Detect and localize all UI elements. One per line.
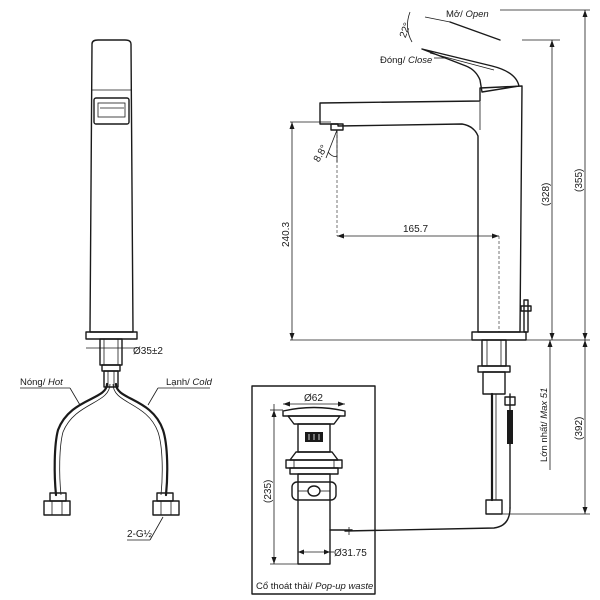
reach-label: 165.7 — [403, 224, 428, 235]
open-leader — [424, 16, 451, 23]
front-nut — [101, 364, 121, 372]
popup-top-dia-label: Ø62 — [304, 393, 323, 404]
popup-flange — [282, 406, 346, 417]
front-view: Ø35±2 Nóng/ Hot Lạnh/ Cold 2-G½ — [20, 39, 213, 541]
cold-hose — [114, 382, 169, 497]
popup-frame — [251, 385, 376, 595]
side-shank — [481, 339, 507, 367]
body-height-label: (328) — [541, 183, 552, 206]
popup-washer — [289, 451, 339, 461]
popup-pipe — [297, 473, 331, 565]
close-label: Đóng/ Close — [380, 55, 432, 66]
popup-pipe-dia-label: Ø31.75 — [334, 548, 367, 559]
thread-label: 2-G½ — [127, 529, 153, 540]
handle-open-line — [449, 21, 501, 41]
front-stud — [103, 370, 119, 388]
popup-caption: Cổ thoát thải/ Pop-up waste — [256, 581, 373, 592]
hot-hose — [53, 382, 109, 497]
cold-hose-inner — [112, 383, 163, 496]
side-view: 22° Mở/ Open Đóng/ Close 8.8° — [281, 9, 590, 535]
side-base — [471, 331, 527, 341]
front-body-outline — [89, 39, 134, 333]
hose-length-label: (392) — [574, 417, 585, 440]
handle-line — [429, 52, 495, 71]
spout-height-label: 240.3 — [281, 222, 292, 247]
side-body-outline — [319, 85, 523, 333]
front-base — [85, 331, 138, 340]
popup-joint — [291, 481, 337, 501]
handle-lever — [421, 48, 520, 93]
cold-nut — [152, 500, 180, 516]
popup-rod-body — [507, 410, 513, 444]
popup-rod-clip — [504, 396, 516, 406]
aerator — [330, 123, 344, 131]
spout-angle-line — [325, 129, 338, 159]
popup-joint-center — [307, 485, 321, 497]
side-stud — [482, 371, 506, 395]
popup-nut2 — [289, 467, 339, 475]
front-handle-slot — [93, 97, 130, 125]
total-height-label: (355) — [574, 169, 585, 192]
hot-hose-inner — [59, 383, 111, 496]
popup-waste-detail: Ø62 (235) Ø31.75 — [251, 385, 376, 595]
hot-fitting — [49, 492, 67, 502]
handle-angle-label: 22° — [398, 21, 414, 39]
front-handle-inner — [97, 102, 126, 118]
lift-rod — [523, 299, 529, 333]
popup-cable-run — [344, 507, 511, 532]
thread-leader — [149, 516, 164, 541]
side-nut — [477, 365, 511, 373]
front-shank — [99, 338, 123, 366]
base-dia-label: Ø35±2 — [133, 346, 163, 357]
popup-height-label: (235) — [263, 480, 274, 503]
spout-angle-arc — [327, 151, 338, 157]
open-label: Mở/ Open — [446, 9, 489, 20]
hot-leader — [69, 387, 81, 406]
hot-nut — [43, 500, 71, 516]
side-hose-nut — [485, 499, 503, 515]
cold-leader — [147, 387, 159, 406]
cold-label: Lạnh/ Cold — [166, 377, 213, 388]
lift-rod-knob — [520, 305, 532, 312]
popup-cap — [287, 415, 341, 425]
handle-angle-arc — [407, 11, 413, 43]
max-label: Lớn nhất/ Max 51 — [539, 388, 550, 462]
hot-label: Nóng/ Hot — [20, 377, 63, 388]
